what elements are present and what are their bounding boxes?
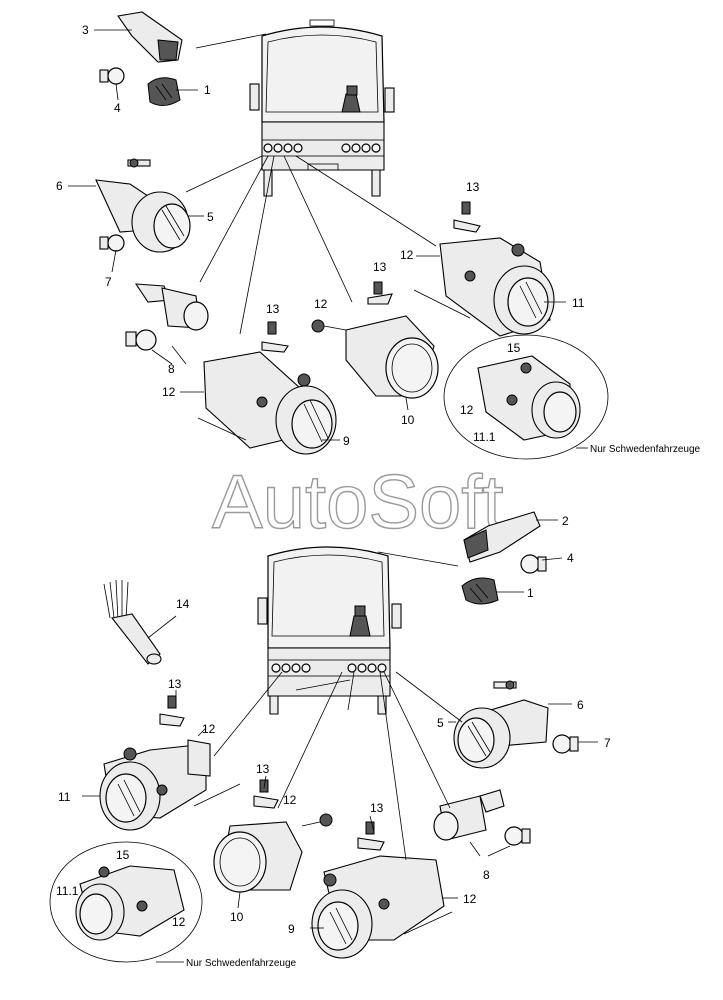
note-swedish-bottom: Nur Schwedenfahrzeuge bbox=[186, 958, 297, 969]
callout-13-b: 13 bbox=[256, 762, 270, 776]
turn-signal-lamp-top bbox=[95, 158, 191, 253]
callout-1: 1 bbox=[527, 586, 534, 600]
callout-1: 1 bbox=[204, 83, 211, 97]
callout-11: 11 bbox=[572, 296, 585, 310]
lamp-housing-bottom bbox=[213, 779, 333, 893]
callout-11: 11 bbox=[58, 790, 71, 804]
callout-14: 14 bbox=[176, 597, 190, 611]
callout-12-c: 12 bbox=[463, 892, 477, 906]
marker-light-assembly-bottom bbox=[461, 511, 547, 605]
callout-5: 5 bbox=[437, 716, 444, 730]
callout-7: 7 bbox=[105, 275, 112, 289]
callout-12-c: 12 bbox=[400, 248, 414, 262]
callout-10: 10 bbox=[230, 910, 244, 924]
callout-12-b: 12 bbox=[283, 793, 297, 807]
callout-5: 5 bbox=[207, 210, 214, 224]
callout-13-c: 13 bbox=[466, 180, 480, 194]
swedish-variant-bottom bbox=[49, 841, 203, 963]
callout-12-d: 12 bbox=[460, 403, 474, 417]
bottom-assembly: 2 4 1 14 13 12 11 13 12 10 13 9 12 8 5 6… bbox=[49, 511, 611, 969]
callout-13-b: 13 bbox=[373, 260, 387, 274]
swedish-variant-top bbox=[443, 334, 609, 460]
bus-front-top bbox=[249, 19, 395, 197]
callout-4: 4 bbox=[114, 101, 121, 115]
callout-11-1: 11.1 bbox=[473, 430, 496, 444]
headlight-top bbox=[413, 201, 555, 337]
callout-8: 8 bbox=[483, 868, 490, 882]
callout-13-a: 13 bbox=[168, 677, 182, 691]
marker-light-assembly-top bbox=[99, 11, 183, 106]
top-assembly: 3 1 4 6 5 7 8 12 13 9 12 13 10 13 12 11 … bbox=[56, 11, 701, 460]
callout-9: 9 bbox=[288, 922, 295, 936]
callout-8: 8 bbox=[168, 362, 175, 376]
callout-15: 15 bbox=[116, 848, 130, 862]
callout-12-b: 12 bbox=[314, 297, 328, 311]
callout-9: 9 bbox=[343, 434, 350, 448]
callout-3: 3 bbox=[82, 23, 89, 37]
callout-2: 2 bbox=[562, 514, 569, 528]
lamp-housing-top bbox=[311, 281, 439, 399]
note-swedish-top: Nur Schwedenfahrzeuge bbox=[590, 444, 701, 455]
callout-15: 15 bbox=[507, 341, 521, 355]
callout-10: 10 bbox=[401, 413, 415, 427]
leader-lines-bottom bbox=[82, 519, 598, 963]
wiring-harness bbox=[103, 579, 162, 665]
callouts-top: 3 1 4 6 5 7 8 12 13 9 12 13 10 13 12 11 … bbox=[56, 23, 701, 455]
callout-4: 4 bbox=[567, 551, 574, 565]
fog-lamp-bottom bbox=[311, 821, 453, 959]
leader-lines-top bbox=[68, 29, 588, 449]
watermark: AutoSoft bbox=[212, 460, 504, 545]
callout-13-a: 13 bbox=[266, 302, 280, 316]
callout-13-c: 13 bbox=[370, 801, 384, 815]
callout-12-a: 12 bbox=[202, 722, 216, 736]
front-indicator-lamp-bottom bbox=[433, 789, 531, 846]
callout-6: 6 bbox=[577, 698, 584, 712]
headlight-bottom bbox=[99, 695, 241, 831]
callout-12-a: 12 bbox=[162, 385, 176, 399]
callouts-bottom: 2 4 1 14 13 12 11 13 12 10 13 9 12 8 5 6… bbox=[56, 514, 611, 969]
fog-lamp-top bbox=[197, 321, 337, 455]
turn-signal-lamp-bottom bbox=[453, 680, 579, 769]
bus-front-bottom bbox=[257, 546, 402, 715]
callout-11-1: 11.1 bbox=[56, 884, 79, 898]
callout-6: 6 bbox=[56, 179, 63, 193]
front-indicator-lamp-top bbox=[125, 283, 209, 351]
callout-7: 7 bbox=[604, 736, 611, 750]
callout-12-d: 12 bbox=[172, 915, 186, 929]
